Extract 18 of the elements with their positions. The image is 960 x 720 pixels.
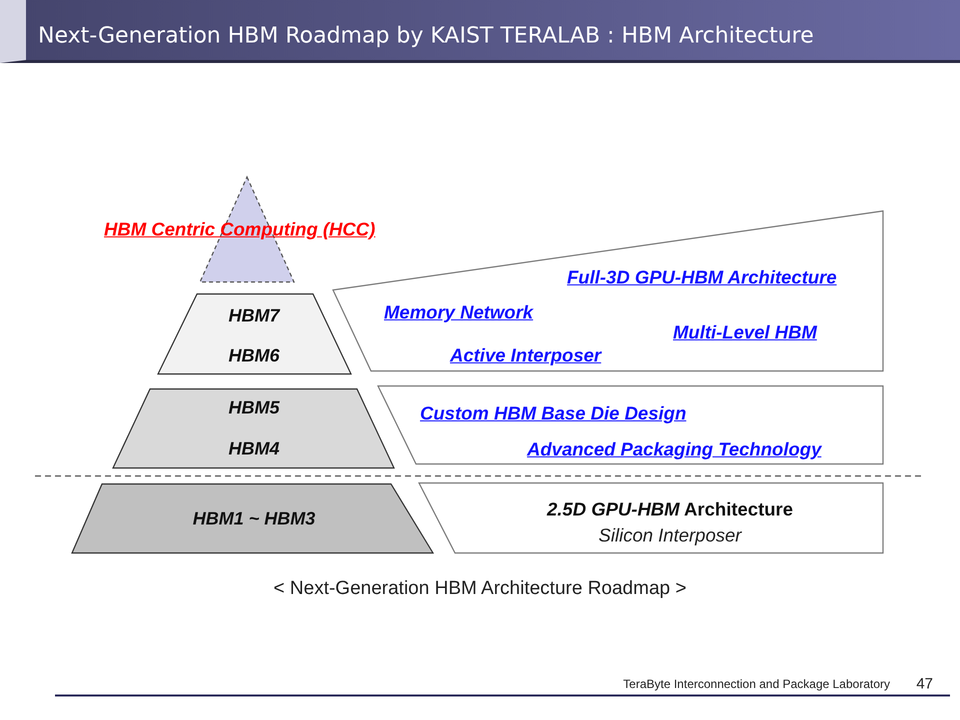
tier-label: HBM5 bbox=[228, 398, 280, 418]
technology-label: Custom HBM Base Die Design bbox=[420, 402, 686, 424]
figure-caption: < Next-Generation HBM Architecture Roadmap > bbox=[274, 578, 686, 600]
heading-text: HBM Centric Computing (HCC) bbox=[104, 218, 376, 240]
tier-label: HBM1 ~ HBM3 bbox=[192, 508, 316, 530]
technology-label: Full-3D GPU-HBM Architecture bbox=[567, 266, 837, 288]
technology-label: Silicon Interposer bbox=[598, 524, 742, 546]
page-number: 47 bbox=[916, 675, 933, 693]
technology-label: Multi-Level HBM bbox=[673, 321, 817, 343]
technology-label: Advanced Packaging Technology bbox=[527, 438, 822, 460]
tier-label: HBM6 bbox=[228, 346, 280, 366]
slide-title: Next-Generation HBM Roadmap by KAIST TERALAB : HBM Architecture bbox=[38, 23, 814, 49]
architecture-label: 2.5D GPU-HBM Architecture bbox=[546, 498, 794, 520]
tier-label: HBM7 bbox=[228, 306, 280, 326]
footer-text: TeraByte Interconnection and Package Laboratory bbox=[623, 678, 890, 692]
tier-label: HBM4 bbox=[228, 438, 280, 460]
technology-label: Memory Network bbox=[384, 301, 534, 323]
technology-label: Active Interposer bbox=[450, 344, 602, 366]
